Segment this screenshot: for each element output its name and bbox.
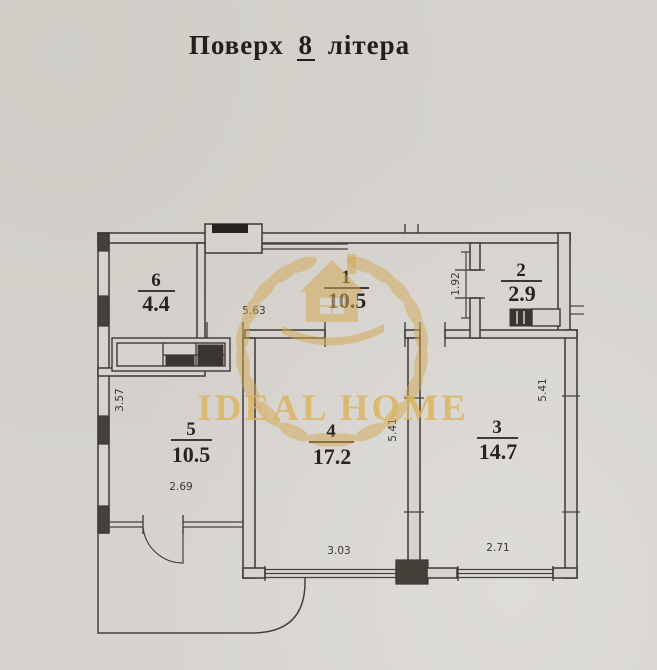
- wall-pier: [97, 295, 110, 327]
- room-area: 14.7: [479, 439, 518, 464]
- wreath-leaf: [236, 346, 250, 380]
- wreath-leaf: [278, 422, 310, 442]
- wreath-leaf: [284, 256, 318, 274]
- house-roof: [300, 260, 364, 292]
- house-chimney: [347, 254, 356, 274]
- wreath-leaf: [414, 346, 428, 380]
- room-number: 5: [186, 419, 196, 440]
- wreath-leaf: [236, 319, 250, 353]
- balcony-outline: [97, 533, 306, 634]
- wall-pier: [426, 567, 458, 579]
- wall-pier: [97, 505, 110, 534]
- dimension-label: 3.03: [327, 545, 350, 557]
- room-label-5: 5 10.5: [171, 419, 212, 467]
- floor-number: 8: [296, 30, 315, 62]
- wall-segment: [469, 297, 481, 339]
- wall-pier: [242, 567, 266, 579]
- room-number: 2: [516, 260, 526, 281]
- room-label-3: 3 14.7: [477, 417, 518, 464]
- wreath-leaf: [255, 401, 281, 427]
- room-number: 4: [326, 421, 336, 442]
- room-number: 6: [151, 270, 161, 291]
- ideal-home-watermark: IDEAL HOME: [197, 254, 469, 447]
- wreath-leaf: [404, 372, 424, 404]
- wall-pier: [97, 232, 110, 252]
- fixtures: [111, 308, 561, 372]
- page-title: Поверх 8 літера: [0, 30, 628, 62]
- wall-segment: [97, 232, 110, 534]
- top-shaft-dark-bar: [212, 224, 248, 233]
- wall-pier: [97, 415, 110, 445]
- house-ribbon: [282, 324, 384, 346]
- room-area: 2.9: [508, 281, 536, 306]
- wall-segment: [564, 329, 578, 579]
- laurel-wreath-icon: [236, 256, 428, 447]
- wreath-leaf: [323, 433, 357, 447]
- room-area: 4.4: [142, 291, 170, 316]
- wall-pier: [395, 559, 429, 585]
- dimension-label: 2.71: [486, 542, 509, 554]
- wreath-leaf: [354, 422, 386, 442]
- fixture-box: [531, 308, 561, 327]
- shaft-cell-dark: [197, 344, 224, 355]
- title-prefix: Поверх: [188, 30, 284, 60]
- wreath-leaf: [414, 319, 428, 353]
- windows-and-openings: [97, 224, 584, 634]
- wall-segment: [444, 329, 578, 339]
- wreath-leaf: [240, 372, 260, 404]
- room-label-6: 6 4.4: [138, 270, 175, 316]
- house-icon: [282, 254, 384, 346]
- wall-segment: [97, 232, 571, 244]
- room-label-2: 2 2.9: [501, 260, 542, 306]
- room-area: 10.5: [172, 442, 211, 467]
- dimension-label: 2.69: [169, 481, 192, 493]
- dimension-label: 1.92: [450, 272, 462, 295]
- watermark-brand: IDEAL HOME: [197, 388, 469, 429]
- dimension-label: 5.41: [537, 378, 549, 401]
- title-suffix: літера: [327, 30, 411, 60]
- vent-shaft-fixture: [111, 337, 231, 372]
- room2-fixture: [509, 308, 561, 327]
- room-area: 17.2: [313, 444, 352, 469]
- dimension-label: 3.57: [114, 388, 126, 411]
- wreath-leaf: [383, 401, 409, 427]
- wall-pier: [552, 567, 578, 579]
- wall-segment: [469, 242, 481, 271]
- shaft-cell-dark: [197, 355, 224, 366]
- fixture-grid: [509, 308, 533, 327]
- room-number: 3: [492, 417, 502, 438]
- door-swing-arc: [142, 526, 184, 564]
- shaft-cell-dark: [165, 355, 195, 366]
